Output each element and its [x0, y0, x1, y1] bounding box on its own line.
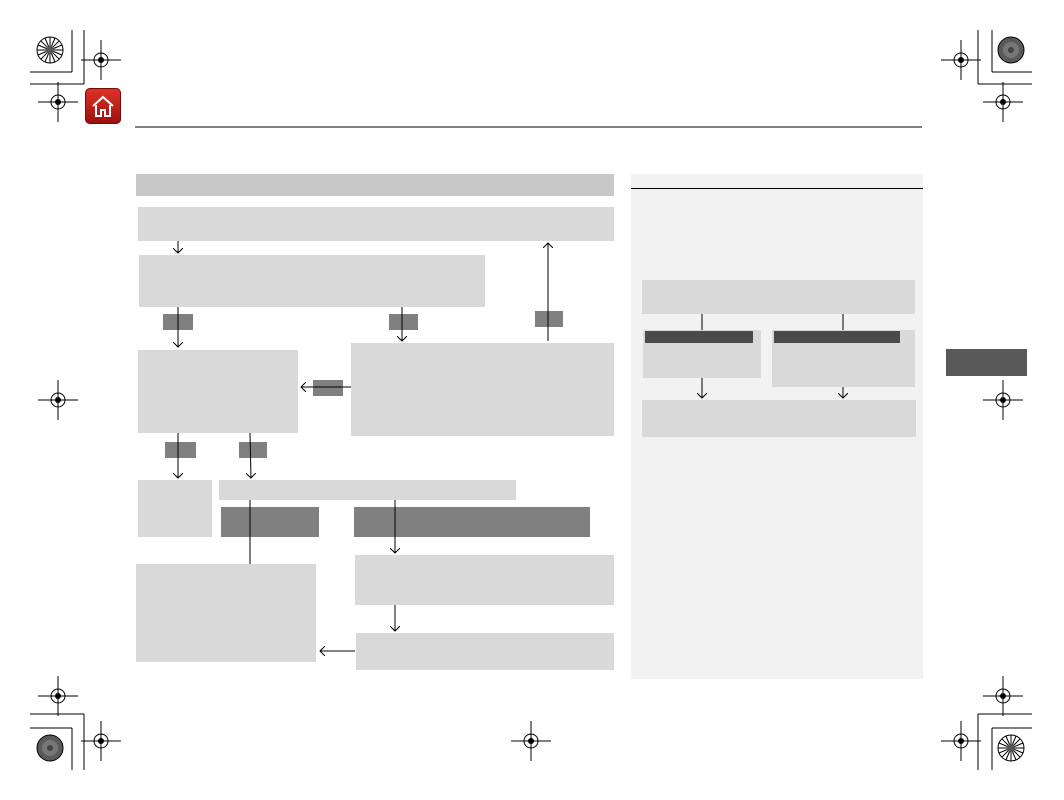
flow-step: [138, 350, 298, 433]
flow-step: [219, 480, 516, 500]
flow-step: [355, 555, 614, 605]
crop-mark-bottom-left: [30, 713, 85, 770]
flow-branch-label: [221, 507, 319, 537]
notes-panel: [631, 174, 923, 679]
flow-step: [138, 207, 614, 241]
home-icon: [92, 95, 114, 117]
section-heading-bar: [136, 174, 614, 196]
flow-step: [139, 255, 485, 307]
flow-branch-label: [313, 380, 343, 396]
flow-branch-label: [389, 314, 418, 330]
flow-step: [138, 480, 212, 537]
notes-step-header: [645, 331, 753, 343]
flow-branch-label: [165, 442, 196, 458]
crop-mark-top-right: [977, 30, 1032, 85]
home-button[interactable]: [85, 88, 121, 124]
flow-step: [136, 564, 316, 662]
notes-step: [642, 400, 916, 437]
flow-step: [356, 633, 614, 670]
flow-step: [351, 343, 614, 436]
notes-step-header: [774, 331, 900, 343]
chapter-tab[interactable]: [946, 349, 1027, 376]
flow-branch-label: [354, 507, 590, 537]
crop-mark-bottom-right: [977, 713, 1032, 770]
notes-divider: [631, 188, 923, 189]
flow-branch-label: [535, 311, 563, 327]
flow-branch-label: [239, 442, 267, 458]
notes-step: [642, 280, 915, 314]
crop-mark-top-left: [30, 30, 85, 85]
